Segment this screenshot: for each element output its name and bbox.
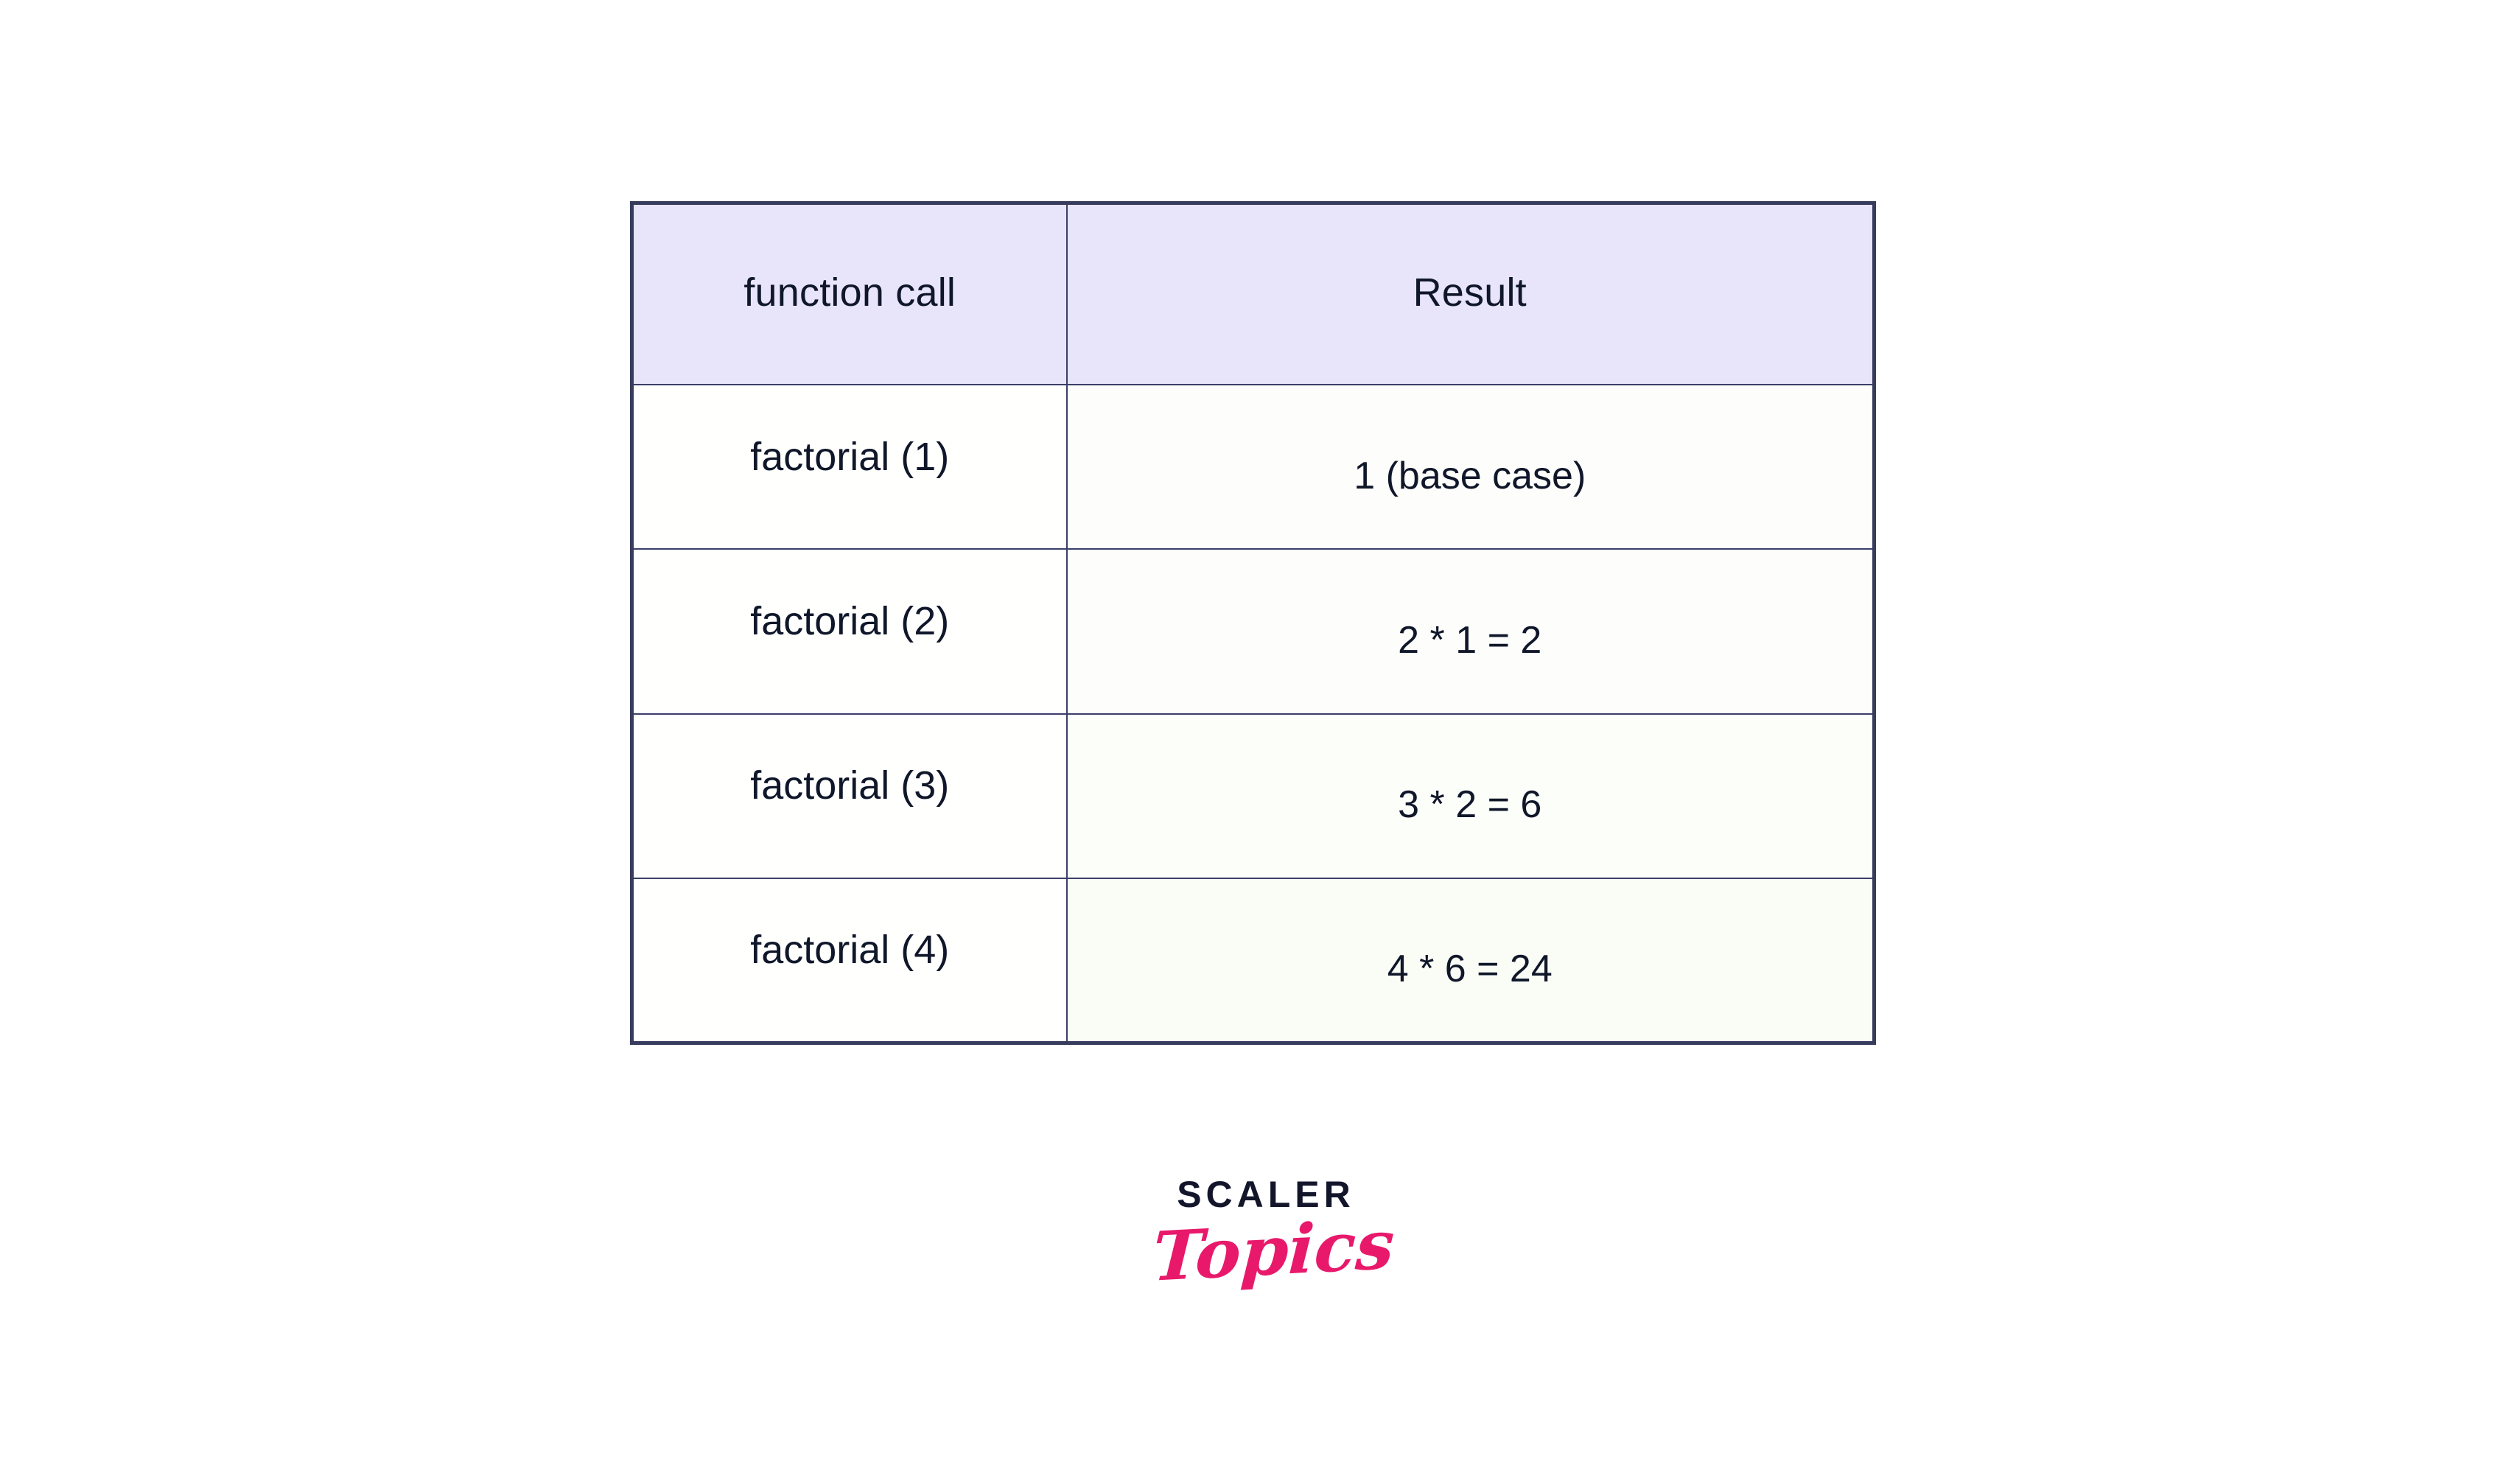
table-row: factorial (3) 3 * 2 = 6 — [631, 713, 1875, 880]
table-row: factorial (1) 1 (base case) — [631, 383, 1875, 550]
column-header-result: Result — [1065, 202, 1875, 385]
table-row: factorial (4) 4 * 6 = 24 — [631, 878, 1875, 1044]
table-row: factorial (2) 2 * 1 = 2 — [631, 548, 1875, 715]
factorial-trace-table-container: function call Result factorial (1) 1 (ba… — [630, 201, 1876, 1045]
column-header-function-call: function call — [631, 202, 1068, 385]
cell-function-call: factorial (2) — [631, 548, 1068, 715]
cell-function-call: factorial (4) — [631, 878, 1068, 1044]
factorial-trace-table: function call Result factorial (1) 1 (ba… — [630, 201, 1876, 1045]
logo-wordmark-scaler: SCALER — [1177, 1174, 1355, 1215]
cell-result: 1 (base case) — [1065, 383, 1875, 550]
cell-result: 2 * 1 = 2 — [1065, 548, 1875, 715]
logo-wordmark-topics: Topics — [1150, 1204, 1396, 1297]
table-body: factorial (1) 1 (base case) factorial (2… — [631, 383, 1875, 1044]
table-header: function call Result — [631, 202, 1875, 385]
scaler-topics-logo: SCALER Topics — [1150, 1174, 1396, 1360]
cell-function-call: factorial (3) — [631, 713, 1068, 880]
cell-result: 3 * 2 = 6 — [1065, 713, 1875, 880]
table-header-row: function call Result — [631, 202, 1875, 385]
cell-function-call: factorial (1) — [631, 383, 1068, 550]
cell-result: 4 * 6 = 24 — [1065, 878, 1875, 1044]
